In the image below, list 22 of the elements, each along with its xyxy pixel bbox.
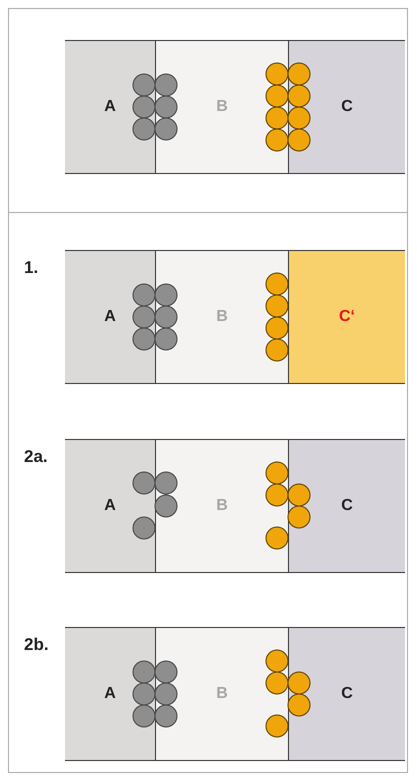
region-label: B (216, 308, 228, 326)
region-box (65, 440, 155, 572)
step-number: 1. (24, 258, 38, 278)
region-label: C (341, 98, 353, 116)
region-box (288, 251, 405, 383)
region-box (288, 440, 405, 572)
step-number: 2a. (24, 447, 48, 467)
region-label: B (216, 98, 228, 116)
region-label: C (341, 497, 353, 515)
region-label: B (216, 685, 228, 703)
region-label: A (104, 685, 116, 703)
region-label: C‘ (339, 308, 355, 326)
region-label: C (341, 685, 353, 703)
region-box (65, 41, 155, 173)
region-label: A (104, 98, 116, 116)
region-box (288, 628, 405, 760)
region-label: B (216, 497, 228, 515)
region-box (65, 251, 155, 383)
region-label: A (104, 497, 116, 515)
region-label: A (104, 308, 116, 326)
step-number: 2b. (24, 635, 49, 655)
region-box (65, 628, 155, 760)
